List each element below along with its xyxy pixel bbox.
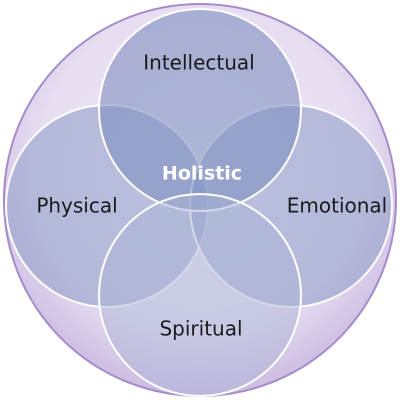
label-holistic: Holistic <box>162 163 242 185</box>
label-intellectual: Intellectual <box>143 51 254 75</box>
circle-spiritual <box>98 193 302 397</box>
venn-circles <box>5 8 393 397</box>
label-spiritual: Spiritual <box>159 317 242 341</box>
label-emotional: Emotional <box>287 194 387 218</box>
label-physical: Physical <box>36 194 117 218</box>
